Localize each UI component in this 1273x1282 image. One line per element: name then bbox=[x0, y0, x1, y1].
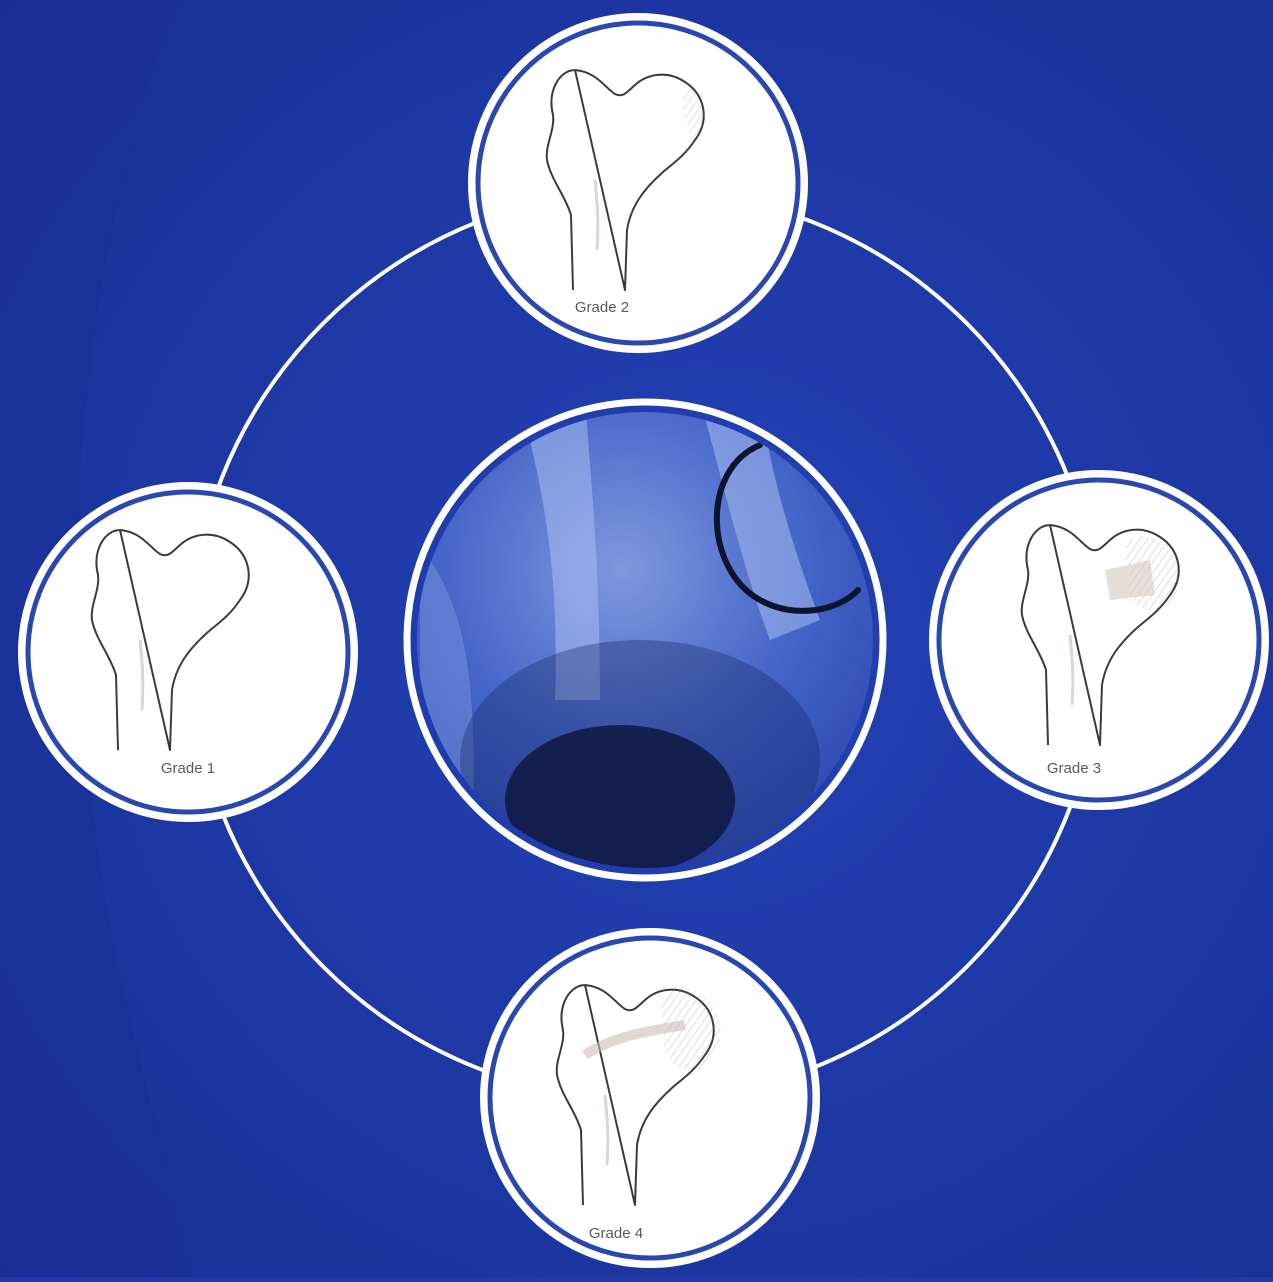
grade-1-label: Grade 1 bbox=[88, 760, 288, 777]
grade-4-node bbox=[482, 930, 818, 1266]
grade-3-label: Grade 3 bbox=[974, 760, 1174, 777]
grade-3-node bbox=[931, 472, 1267, 808]
grade-4-label: Grade 4 bbox=[516, 1225, 716, 1242]
center-xray bbox=[407, 400, 883, 880]
grade-2-label: Grade 2 bbox=[502, 299, 702, 316]
